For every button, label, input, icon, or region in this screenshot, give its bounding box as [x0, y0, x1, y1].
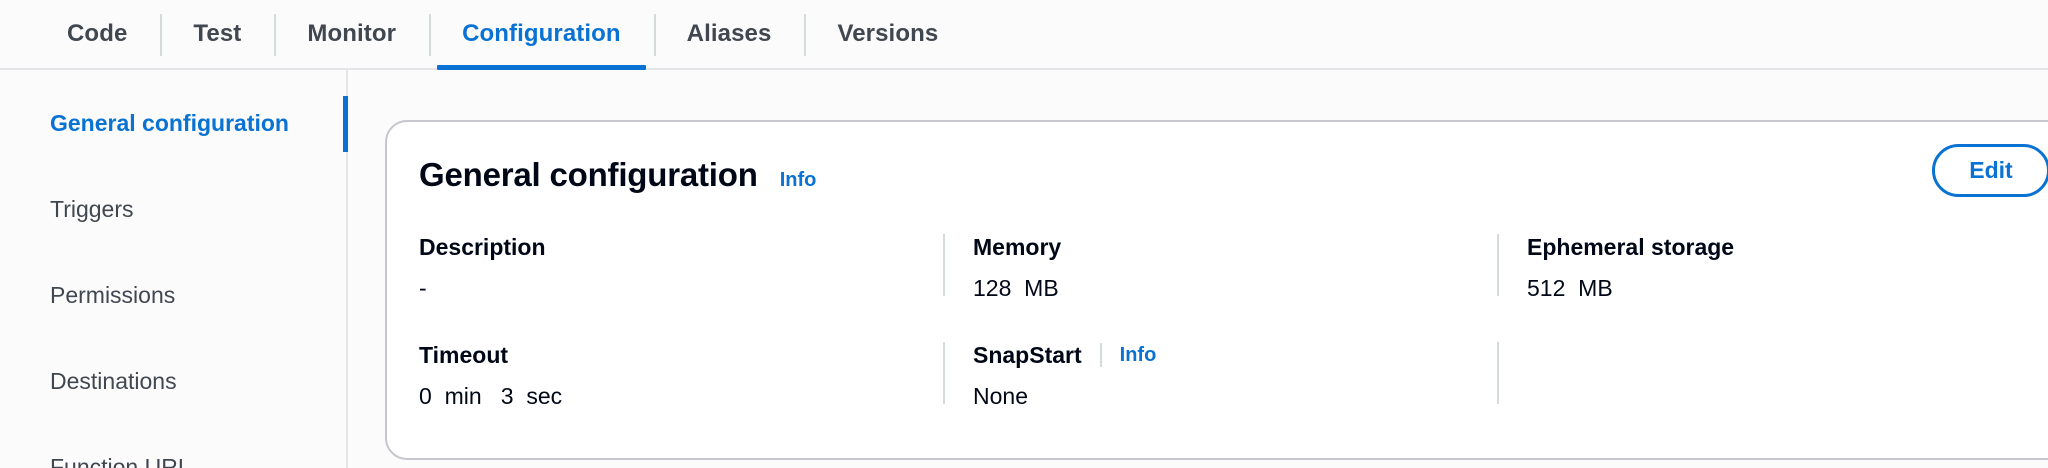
tab-list: Code Test Monitor Configuration Aliases …: [34, 0, 971, 70]
field-value: 0 min 3 sec: [419, 383, 563, 409]
tab-configuration-label: Configuration: [462, 20, 621, 47]
field-empty: [1497, 340, 2048, 418]
tab-code[interactable]: Code: [34, 0, 160, 68]
tab-test[interactable]: Test: [160, 0, 274, 68]
sidebar-item-general-configuration[interactable]: General configuration: [0, 96, 348, 152]
field-value: -: [419, 275, 427, 301]
sidebar-item-label: Triggers: [50, 196, 134, 222]
field-value: 128 MB: [973, 275, 1059, 301]
field-snapstart: SnapStart Info None: [943, 340, 1497, 418]
page-title: General configuration: [419, 156, 758, 193]
field-row: Timeout 0 min 3 sec SnapStart Info None: [419, 340, 2048, 418]
tab-versions-label: Versions: [837, 20, 939, 47]
edit-button[interactable]: Edit: [1932, 144, 2048, 197]
snapstart-info-link[interactable]: Info: [1119, 343, 1157, 366]
field-value: None: [973, 383, 1028, 409]
sidebar-item-function-url[interactable]: Function URL: [0, 446, 346, 468]
tab-test-label: Test: [193, 20, 242, 47]
sidebar-item-permissions[interactable]: Permissions: [0, 274, 346, 317]
field-label-row: Description: [419, 232, 913, 262]
field-label: Description: [419, 233, 546, 260]
field-grid: Description - Memory 128 MB Ephemeral st…: [387, 232, 2048, 418]
tab-monitor[interactable]: Monitor: [274, 0, 429, 68]
sidebar-item-label: Permissions: [50, 282, 176, 308]
field-label: Ephemeral storage: [1527, 233, 1735, 260]
field-label: Timeout: [419, 341, 509, 368]
card-header: General configuration Info: [387, 156, 2048, 204]
configuration-sidebar: General configuration Triggers Permissio…: [0, 70, 348, 468]
field-label-row: SnapStart Info: [973, 340, 1467, 370]
field-value: 512 MB: [1527, 275, 1613, 301]
tab-monitor-label: Monitor: [307, 20, 397, 47]
card-info-link[interactable]: Info: [779, 169, 817, 191]
tab-bar: Code Test Monitor Configuration Aliases …: [0, 0, 2048, 70]
field-label-row: Ephemeral storage: [1527, 232, 2021, 262]
field-divider: [1099, 343, 1102, 367]
field-label-row: Memory: [973, 232, 1467, 262]
field-label: SnapStart: [973, 341, 1082, 368]
field-label: Memory: [973, 233, 1062, 260]
tab-aliases[interactable]: Aliases: [653, 0, 805, 68]
field-timeout: Timeout 0 min 3 sec: [419, 340, 943, 418]
tab-code-label: Code: [67, 20, 128, 47]
sidebar-item-label: General configuration: [50, 110, 289, 136]
field-label-row: Timeout: [419, 340, 913, 370]
sidebar-item-label: Destinations: [50, 368, 177, 394]
tab-versions[interactable]: Versions: [804, 0, 971, 68]
field-description: Description -: [419, 232, 943, 310]
field-ephemeral-storage: Ephemeral storage 512 MB: [1497, 232, 2048, 310]
configuration-content: General configuration Info Edit Descript…: [348, 70, 2048, 468]
sidebar-item-destinations[interactable]: Destinations: [0, 360, 346, 403]
sidebar-item-label: Function URL: [50, 454, 191, 468]
field-memory: Memory 128 MB: [943, 232, 1497, 310]
tab-configuration[interactable]: Configuration: [429, 0, 654, 70]
field-row: Description - Memory 128 MB Ephemeral st…: [419, 232, 2048, 310]
general-configuration-card: General configuration Info Edit Descript…: [385, 120, 2048, 460]
sidebar-item-triggers[interactable]: Triggers: [0, 188, 346, 231]
tab-aliases-label: Aliases: [686, 20, 772, 47]
